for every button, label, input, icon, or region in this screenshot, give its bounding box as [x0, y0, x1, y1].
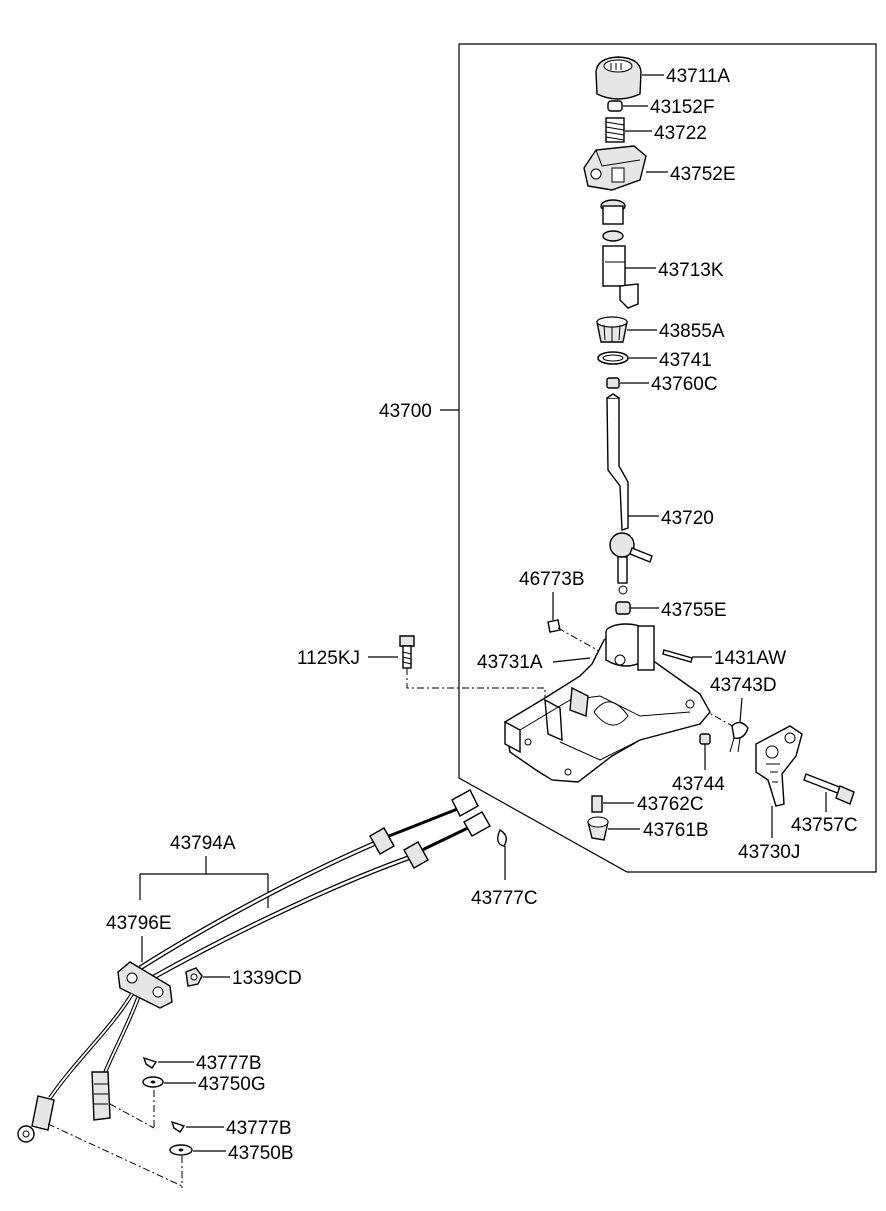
label-43743D: 43743D — [710, 675, 777, 696]
bushing-43855A — [596, 316, 628, 343]
pin-1431AW — [662, 649, 693, 663]
washer-43750B — [169, 1144, 193, 1156]
label-43750B: 43750B — [228, 1143, 294, 1164]
label-43762C: 43762C — [637, 794, 704, 815]
assembly-boundary — [458, 43, 877, 873]
spring-43722 — [605, 117, 625, 143]
bolt-43757C — [803, 773, 855, 805]
label-43711A: 43711A — [666, 66, 730, 87]
clip-43777B-lower — [170, 1120, 186, 1133]
bushing-43755E — [615, 601, 631, 615]
pin-43744 — [699, 733, 711, 745]
spring-clip-43743D — [729, 721, 749, 753]
label-43855A: 43855A — [659, 321, 725, 342]
shift-lever-43720 — [606, 393, 653, 595]
sleeve-43713K — [600, 199, 639, 309]
label-43755E: 43755E — [661, 600, 727, 621]
bushing-43761B — [587, 816, 609, 841]
label-43700: 43700 — [379, 401, 432, 422]
clip-46773B — [547, 619, 561, 633]
label-43720: 43720 — [661, 508, 714, 529]
label-43752E: 43752E — [670, 164, 736, 185]
label-43741: 43741 — [659, 350, 712, 371]
label-43744: 43744 — [672, 774, 725, 795]
label-43761B: 43761B — [643, 820, 709, 841]
base-bracket-43731A — [504, 623, 711, 783]
bolt-1125KJ — [399, 635, 415, 669]
ring-43741 — [597, 351, 629, 365]
shift-knob — [595, 56, 642, 100]
label-43731A: 43731A — [477, 652, 543, 673]
label-43722: 43722 — [654, 123, 707, 144]
label-43152F: 43152F — [650, 97, 714, 118]
label-43777B-upper: 43777B — [196, 1053, 262, 1074]
label-46773B: 46773B — [519, 569, 585, 590]
label-43796E: 43796E — [106, 913, 172, 934]
label-43757C: 43757C — [791, 815, 858, 836]
lock-housing-43752E — [583, 145, 647, 191]
washer-43750G — [142, 1076, 164, 1088]
nut-43152F — [607, 100, 623, 112]
nut-1339CD — [185, 967, 203, 987]
shift-cable-pair — [17, 789, 491, 1143]
label-43760C: 43760C — [651, 374, 718, 395]
label-43777B-lower: 43777B — [226, 1118, 292, 1139]
label-43794A: 43794A — [170, 833, 236, 854]
label-1339CD: 1339CD — [232, 968, 302, 989]
clip-43777B-upper — [142, 1056, 158, 1069]
bushing-43760C — [606, 377, 620, 389]
label-1125KJ: 1125KJ — [297, 648, 360, 669]
label-1431AW: 1431AW — [714, 648, 786, 669]
sleeve-43762C — [591, 795, 603, 813]
label-43777C: 43777C — [471, 888, 538, 909]
label-43750G: 43750G — [198, 1074, 266, 1095]
label-43713K: 43713K — [658, 260, 724, 281]
lever-43730J — [755, 725, 803, 807]
label-43730J: 43730J — [738, 842, 800, 863]
clip-43777C — [497, 828, 507, 847]
